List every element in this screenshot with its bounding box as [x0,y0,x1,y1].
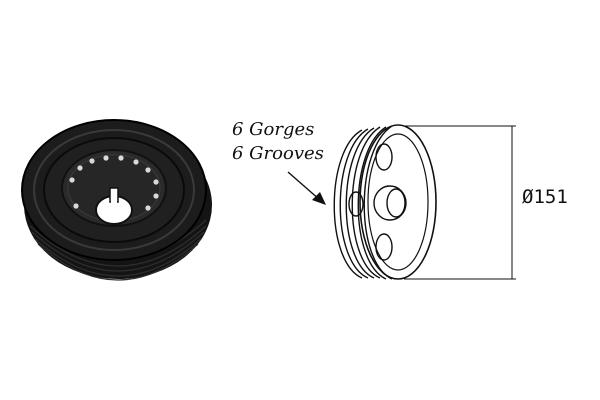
drawing-hole-bottom [375,233,393,261]
bolt-holes [69,155,159,211]
drawing-face [359,124,437,280]
groove-leader-arrowhead [312,192,326,205]
drawing-hole-top [375,143,393,171]
drawing-hole-left [348,191,364,217]
groove-leader-line [287,171,321,201]
center-bore [95,187,133,225]
drawing-hub [373,185,407,221]
groove-label-fr: 6 Gorges [232,119,315,140]
diameter-label: Ø151 [522,186,568,208]
groove-label-en: 6 Grooves [232,143,324,164]
drawing-grooves [333,125,393,280]
